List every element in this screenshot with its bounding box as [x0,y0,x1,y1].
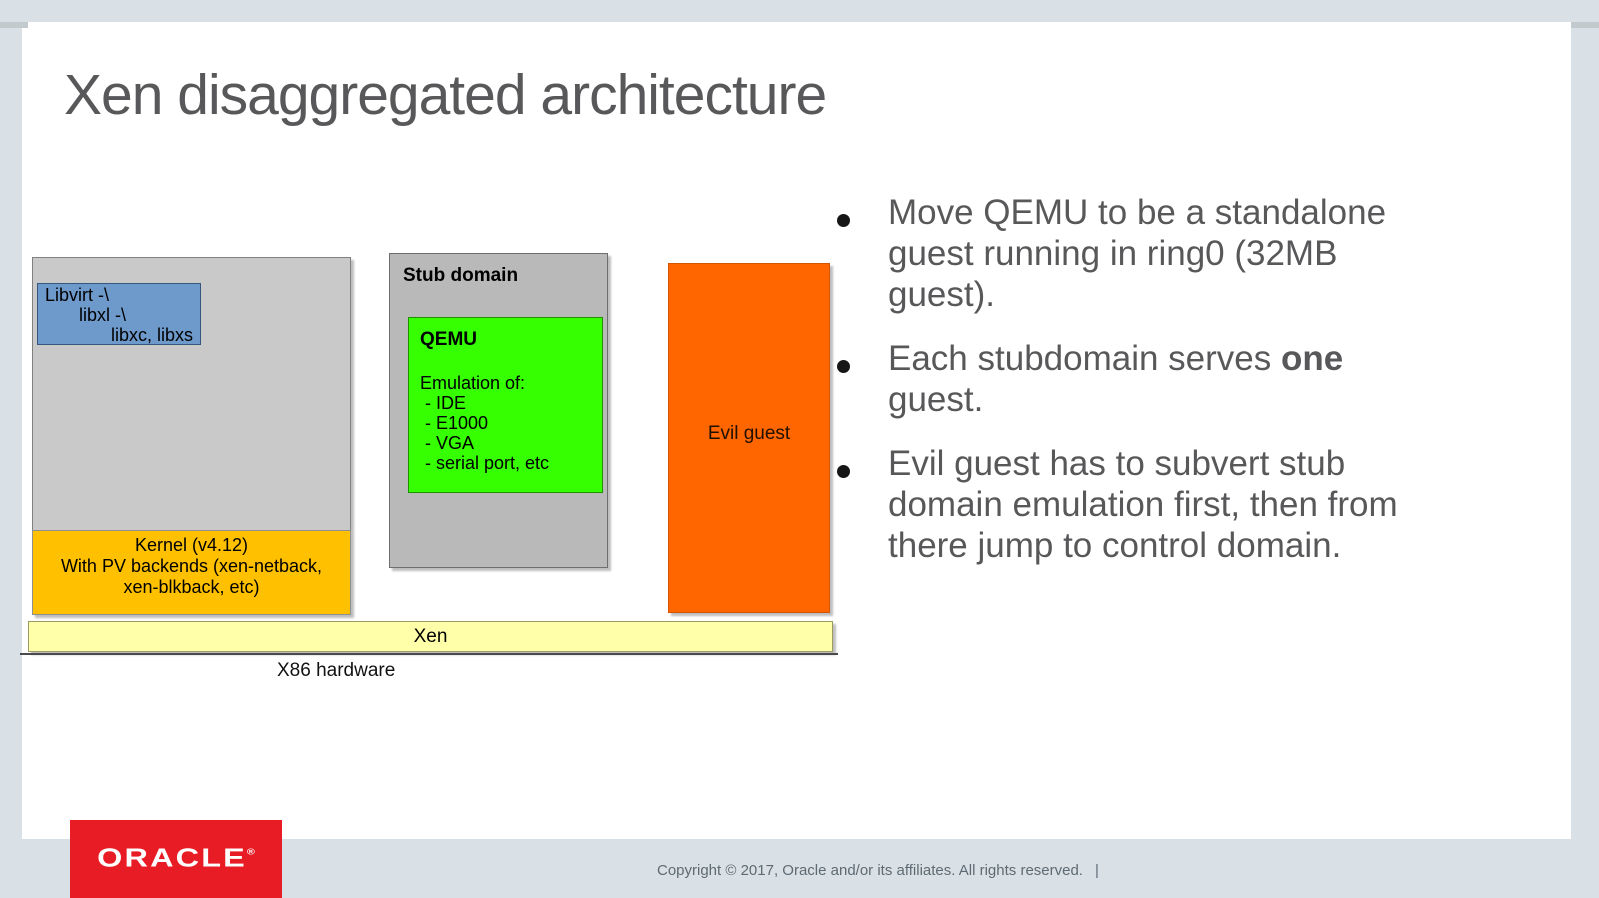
bullet-list: Move QEMU to be a standalone guest runni… [820,192,1530,589]
qemu-emulation-list: Emulation of: - IDE - E1000 - VGA - seri… [420,373,550,473]
qemu-title: QEMU [420,329,477,350]
hardware-line [20,653,838,655]
right-margin-band [1571,28,1599,839]
bullet-dot-icon [837,360,850,373]
xen-bar: Xen [28,621,833,652]
evil-guest-label: Evil guest [707,423,791,444]
bullet-text-2-bold: one [1280,339,1344,378]
qemu-box: QEMU Emulation of: - IDE - E1000 - VGA -… [408,317,603,493]
xen-label: Xen [413,625,448,647]
top-right-notch [1571,22,1599,28]
hardware-label: X86 hardware [277,660,396,681]
bullet-item-3: Evil guest has to subvert stub domain em… [820,443,1530,566]
bullet-text-2-pre: Each stubdomain serves [888,339,1281,378]
slide-title: Xen disaggregated architecture [64,63,827,127]
left-margin-band [0,28,22,839]
copyright-line: Copyright © 2017, Oracle and/or its affi… [657,862,1099,879]
top-margin-band [0,0,1599,22]
control-domain-box: Libvirt -\ libxl -\ libxc, libxs [32,257,351,530]
bullet-dot-icon [837,214,850,227]
libvirt-line-1: Libvirt -\ [45,285,110,305]
libvirt-line-2: libxl -\ [79,305,127,325]
stub-domain-title: Stub domain [403,265,519,286]
bullet-dot-icon [837,465,850,478]
oracle-wordmark: ORACLE [97,844,247,873]
libvirt-box: Libvirt -\ libxl -\ libxc, libxs [37,283,201,345]
bullet-item-2: Each stubdomain serves one guest. [820,338,1530,420]
bullet-text-1: Move QEMU to be a standalone guest runni… [888,193,1387,314]
top-left-notch [0,22,28,28]
copyright-divider: | [1094,862,1099,879]
bullet-text-2-post: guest. [888,380,984,419]
stub-domain-box: Stub domain QEMU Emulation of: - IDE - E… [389,253,608,568]
bullet-item-1: Move QEMU to be a standalone guest runni… [820,192,1530,315]
oracle-logo-text: ORACLE® [97,845,255,874]
bullet-text-2: Each stubdomain serves one guest. [888,339,1343,419]
oracle-logo: ORACLE® [70,820,282,898]
bullet-text-3: Evil guest has to subvert stub domain em… [888,444,1398,565]
kernel-box: Kernel (v4.12) With PV backends (xen-net… [32,530,351,615]
registered-mark: ® [246,847,255,858]
libvirt-line-3: libxc, libxs [111,325,194,345]
copyright-text: Copyright © 2017, Oracle and/or its affi… [657,862,1083,879]
evil-guest-box: Evil guest [668,263,830,613]
